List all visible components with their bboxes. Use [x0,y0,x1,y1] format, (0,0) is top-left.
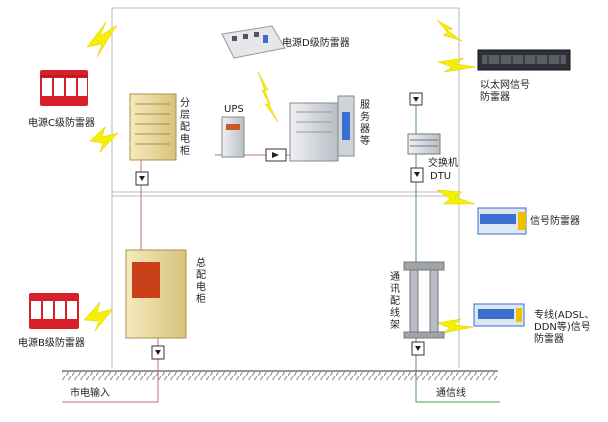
floor-distribution-cabinet-icon [129,93,177,161]
lightning-bolt-icon [83,301,114,332]
label-main-cabinet: 总配电柜 [196,258,206,305]
lightning-bolt-icon [437,57,477,73]
label-dedicated-line2: DDN等)信号 [534,322,591,333]
label-server: 服务器等 [360,100,370,147]
label-ups: UPS [224,104,244,115]
switch-icon [407,133,441,155]
lightning-bolt-icon [89,126,119,153]
dedicated-line-surge-protector-icon [473,303,525,327]
main-distribution-cabinet-icon [125,249,187,339]
label-mains-input: 市电输入 [70,388,110,399]
ground-plane [62,370,498,380]
telecom-frame-icon [403,261,445,339]
label-floor-cabinet: 分层配电柜 [180,98,190,157]
label-ethernet-line1: 以太网信号 [480,80,530,91]
label-dtu: DTU [430,171,452,182]
label-dedicated-line1: 专线(ADSL、 [534,310,595,321]
lightning-bolt-icon [436,189,476,205]
server-rack-icon [289,95,355,162]
arrester-box-marks [139,97,421,355]
label-switch: 交换机 [428,158,458,169]
label-dedicated-line3: 防雷器 [534,334,564,345]
ups-icon [221,116,245,158]
label-surge-b: 电源B级防雷器 [18,338,85,349]
surge-protector-b-icon [29,293,79,329]
label-surge-c: 电源C级防雷器 [28,118,95,129]
surge-protector-c-icon [40,70,88,106]
arrester-boxes [135,92,425,360]
lightning-bolt-icon [257,71,279,123]
label-ethernet-line2: 防雷器 [480,92,510,103]
label-telecom-frame: 通讯配线架 [390,272,400,331]
power-strip-icon [221,25,286,59]
label-surge-d: 电源D级防雷器 [282,38,350,49]
lightning-bolts [83,19,477,334]
ethernet-surge-protector-icon [477,49,571,71]
lightning-bolt-icon [86,21,118,58]
label-signal: 信号防雷器 [530,216,580,227]
lightning-bolt-icon [436,318,474,334]
label-comm-line: 通信线 [436,388,466,399]
signal-surge-protector-icon [477,207,527,235]
lightning-bolt-icon [436,19,463,42]
